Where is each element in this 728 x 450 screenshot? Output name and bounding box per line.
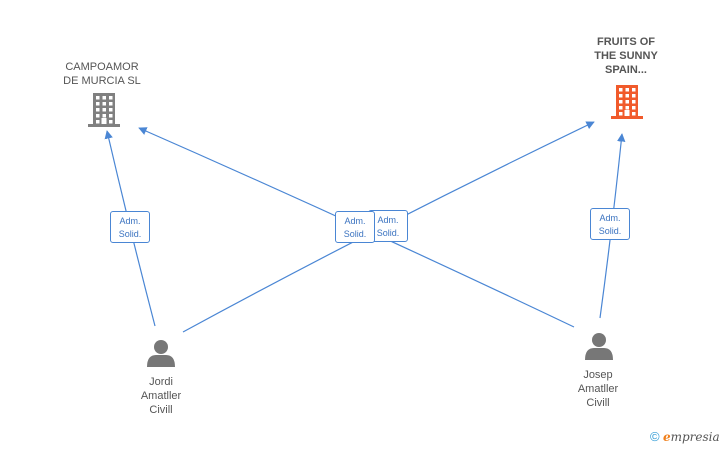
person-josep-person-icon[interactable] [585,333,613,360]
role-badge-line: Adm. [599,213,621,223]
empresia-logo: empresia [662,430,720,444]
role-badge-line: Solid. [343,229,367,239]
role-badge-line: Solid. [598,226,622,236]
role-badge-line: Adm. [377,215,399,225]
node-label-line: Amatller [140,390,182,402]
company-name-campoamor[interactable]: CAMPOAMOR DE MURCIA SL [42,60,162,88]
role-badge-line: Adm. [344,216,366,226]
node-label-line: Josep [583,369,613,381]
role-badge-josep-fruits[interactable]: Adm. Solid. [590,208,630,240]
role-badge-jordi-campoamor[interactable]: Adm. Solid. [110,211,150,243]
company-fruits-building-icon[interactable] [611,85,643,119]
role-badge-line: Solid. [376,228,400,238]
watermark[interactable]: © empresia [650,429,720,444]
node-label-line: Jordi [149,376,173,388]
role-badge-line: Adm. [119,216,141,226]
role-badge-line: Solid. [118,229,142,239]
icons-layer [88,85,643,367]
node-label-line: Amatller [577,383,619,395]
node-label-line: THE SUNNY [594,50,658,62]
node-label-line: Civill [586,397,610,409]
person-jordi-person-icon[interactable] [147,340,175,367]
copyright-symbol: © [650,429,660,444]
node-label-line: Civill [149,404,173,416]
node-label-line: CAMPOAMOR [65,61,139,73]
company-name-fruits[interactable]: FRUITS OF THE SUNNY SPAIN... [566,35,686,77]
role-badge-josep-campoamor[interactable]: Adm. Solid. [335,211,375,243]
node-label-line: FRUITS OF [596,36,656,48]
node-label-line: SPAIN... [605,64,647,76]
node-label-line: DE MURCIA SL [63,75,141,87]
company-campoamor-building-icon[interactable] [88,93,120,127]
